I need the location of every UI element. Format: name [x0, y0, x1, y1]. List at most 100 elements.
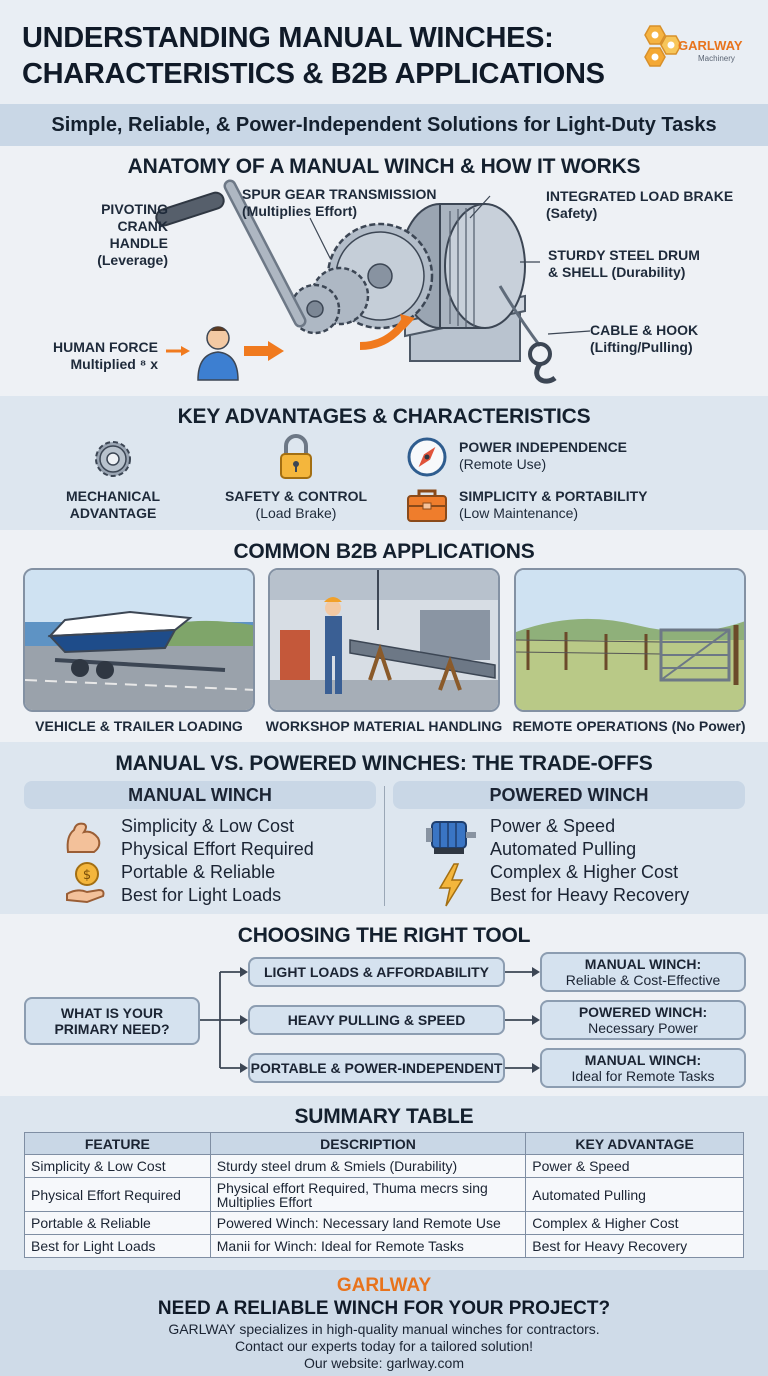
label-spur-line1: SPUR GEAR TRANSMISSION	[242, 186, 437, 202]
label-load-brake: INTEGRATED LOAD BRAKE (Safety)	[546, 188, 733, 222]
label-cable-line2: (Lifting/Pulling)	[590, 339, 693, 355]
table-cell: Automated Pulling	[525, 1177, 744, 1212]
manual-item-2: Physical Effort Required	[121, 839, 314, 859]
choosing-title: CHOOSING THE RIGHT TOOL	[237, 924, 531, 947]
table-cell: Power & Speed	[525, 1154, 744, 1178]
advantage-safety: SAFETY & CONTROL (Load Brake)	[214, 488, 378, 522]
footer-headline: NEED A RELIABLE WINCH FOR YOUR PROJECT?	[157, 1298, 611, 1319]
label-crank-handle: PIVOTING CRANK HANDLE (Leverage)	[58, 201, 168, 269]
result-2-line1: POWERED WINCH:	[578, 1004, 708, 1020]
subtitle: Simple, Reliable, & Power-Independent So…	[51, 114, 717, 136]
result-3-line2: Ideal for Remote Tasks	[571, 1068, 715, 1084]
label-crank-line2: CRANK HANDLE	[109, 218, 168, 251]
label-cable-hook: CABLE & HOOK (Lifting/Pulling)	[590, 322, 698, 356]
powered-item-3: Complex & Higher Cost	[490, 862, 679, 882]
table-header-advantage: KEY ADVANTAGE	[525, 1132, 744, 1155]
summary-table: FEATURE DESCRIPTION KEY ADVANTAGE Simpli…	[24, 1132, 744, 1258]
advantages-section: KEY ADVANTAGES & CHARACTERISTICS MECHANI…	[0, 396, 768, 530]
table-cell: Sturdy steel drum & Smiels (Durability)	[209, 1154, 527, 1178]
toolbox-icon	[407, 489, 447, 522]
manual-item-4: Best for Light Loads	[121, 885, 282, 905]
padlock-icon	[280, 434, 312, 479]
advantage-safety-line2: (Load Brake)	[255, 505, 337, 521]
page-title-line2: CHARACTERISTICS & B2B APPLICATIONS	[22, 58, 605, 90]
footer-cta: GARLWAY NEED A RELIABLE WINCH FOR YOUR P…	[0, 1270, 768, 1376]
label-crank-line1: PIVOTING	[101, 201, 168, 217]
electric-motor-icon	[426, 821, 476, 854]
logo-name: GARLWAY	[678, 38, 743, 53]
comparison-divider	[384, 786, 385, 906]
page-title-line1: UNDERSTANDING MANUAL WINCHES:	[22, 22, 554, 54]
advantages-title: KEY ADVANTAGES & CHARACTERISTICS	[177, 405, 591, 428]
manual-winch-heading: MANUAL WINCH	[24, 781, 376, 809]
label-brake-line1: INTEGRATED LOAD BRAKE	[546, 188, 734, 204]
flexed-arm-icon	[66, 822, 101, 853]
result-manual-cost-effective: MANUAL WINCH: Reliable & Cost-Effective	[540, 952, 746, 992]
manual-item-1: Simplicity & Low Cost	[121, 816, 295, 836]
label-force-line2: Multiplied ⁸ x	[70, 356, 158, 372]
result-manual-remote: MANUAL WINCH: Ideal for Remote Tasks	[540, 1048, 746, 1088]
header: UNDERSTANDING MANUAL WINCHES: CHARACTERI…	[0, 0, 768, 104]
label-spur-gear: SPUR GEAR TRANSMISSION (Multiplies Effor…	[242, 186, 436, 220]
label-drum-line1: STURDY STEEL DRUM	[548, 247, 700, 263]
table-row: Best for Light Loads Manii for Winch: Id…	[24, 1234, 744, 1258]
need-heavy-pulling: HEAVY PULLING & SPEED	[248, 1005, 505, 1035]
workshop-illustration	[270, 570, 498, 710]
advantage-mechanical-line1: MECHANICAL	[65, 488, 161, 504]
table-cell: Simplicity & Low Cost	[24, 1154, 211, 1178]
boat-trailer-illustration	[25, 570, 253, 710]
compass-icon	[407, 437, 447, 477]
table-row: Portable & Reliable Powered Winch: Neces…	[24, 1211, 744, 1235]
powered-item-4: Best for Heavy Recovery	[490, 885, 690, 905]
summary-title: SUMMARY TABLE	[294, 1105, 474, 1128]
advantage-simplicity-line1: SIMPLICITY & PORTABILITY	[459, 488, 648, 504]
table-cell: Best for Heavy Recovery	[525, 1234, 744, 1258]
table-header-row: FEATURE DESCRIPTION KEY ADVANTAGE	[24, 1132, 744, 1155]
table-header-feature: FEATURE	[24, 1132, 211, 1155]
powered-item-1: Power & Speed	[490, 816, 616, 836]
advantage-power-independence: POWER INDEPENDENCE (Remote Use)	[459, 439, 627, 473]
label-drum-line2: & SHELL (Durability)	[548, 264, 686, 280]
image-boat-trailer	[23, 568, 255, 712]
caption-vehicle-loading: VEHICLE & TRAILER LOADING	[35, 718, 243, 734]
advantage-mechanical-line2: ADVANTAGE	[69, 505, 157, 521]
gear-icon	[95, 441, 131, 477]
caption-remote-operations: REMOTE OPERATIONS (No Power)	[512, 718, 746, 734]
footer-line2: Contact our experts today for a tailored…	[234, 1338, 534, 1354]
brand-logo: GARLWAY Machinery	[636, 24, 752, 74]
label-brake-line2: (Safety)	[546, 205, 598, 221]
image-remote-field	[514, 568, 746, 712]
table-cell: Powered Winch: Necessary land Remote Use	[209, 1211, 527, 1235]
label-human-force: HUMAN FORCE Multiplied ⁸ x	[38, 339, 158, 373]
comparison-title: MANUAL VS. POWERED WINCHES: THE TRADE-OF…	[115, 752, 653, 775]
advantage-power-line1: POWER INDEPENDENCE	[459, 439, 628, 455]
lightning-bolt-icon	[438, 863, 464, 907]
label-cable-line1: CABLE & HOOK	[590, 322, 699, 338]
footer-line1: GARLWAY specializes in high-quality manu…	[168, 1321, 600, 1337]
powered-winch-heading: POWERED WINCH	[393, 781, 745, 809]
footer-website[interactable]: Our website: garlway.com	[303, 1355, 464, 1371]
advantage-safety-line1: SAFETY & CONTROL	[224, 488, 368, 504]
table-cell: Portable & Reliable	[24, 1211, 211, 1235]
decision-connectors	[200, 967, 540, 1073]
label-force-line1: HUMAN FORCE	[53, 339, 158, 355]
table-cell: Physical effort Required, Thuma mecrs si…	[209, 1177, 527, 1212]
table-row: Physical Effort Required Physical effort…	[24, 1177, 744, 1212]
label-steel-drum: STURDY STEEL DRUM & SHELL (Durability)	[548, 247, 700, 281]
primary-need-question: WHAT IS YOUR PRIMARY NEED?	[24, 997, 200, 1045]
remote-field-illustration	[516, 570, 744, 710]
table-cell: Complex & Higher Cost	[525, 1211, 744, 1235]
powered-item-2: Automated Pulling	[490, 839, 637, 859]
label-crank-line3: (Leverage)	[97, 252, 168, 268]
svg-text:$: $	[83, 868, 91, 883]
table-row: Simplicity & Low Cost Sturdy steel drum …	[24, 1154, 744, 1178]
table-cell: Best for Light Loads	[24, 1234, 211, 1258]
anatomy-title: ANATOMY OF A MANUAL WINCH & HOW IT WORKS	[127, 155, 641, 178]
subtitle-band: Simple, Reliable, & Power-Independent So…	[0, 104, 768, 146]
hexagon-logo-icon	[644, 25, 682, 67]
advantage-mechanical: MECHANICAL ADVANTAGE	[52, 488, 174, 522]
need-light-loads: LIGHT LOADS & AFFORDABILITY	[248, 957, 505, 987]
table-header-description: DESCRIPTION	[209, 1132, 527, 1155]
footer-brand: GARLWAY	[336, 1275, 432, 1296]
caption-workshop-handling: WORKSHOP MATERIAL HANDLING	[265, 718, 503, 734]
